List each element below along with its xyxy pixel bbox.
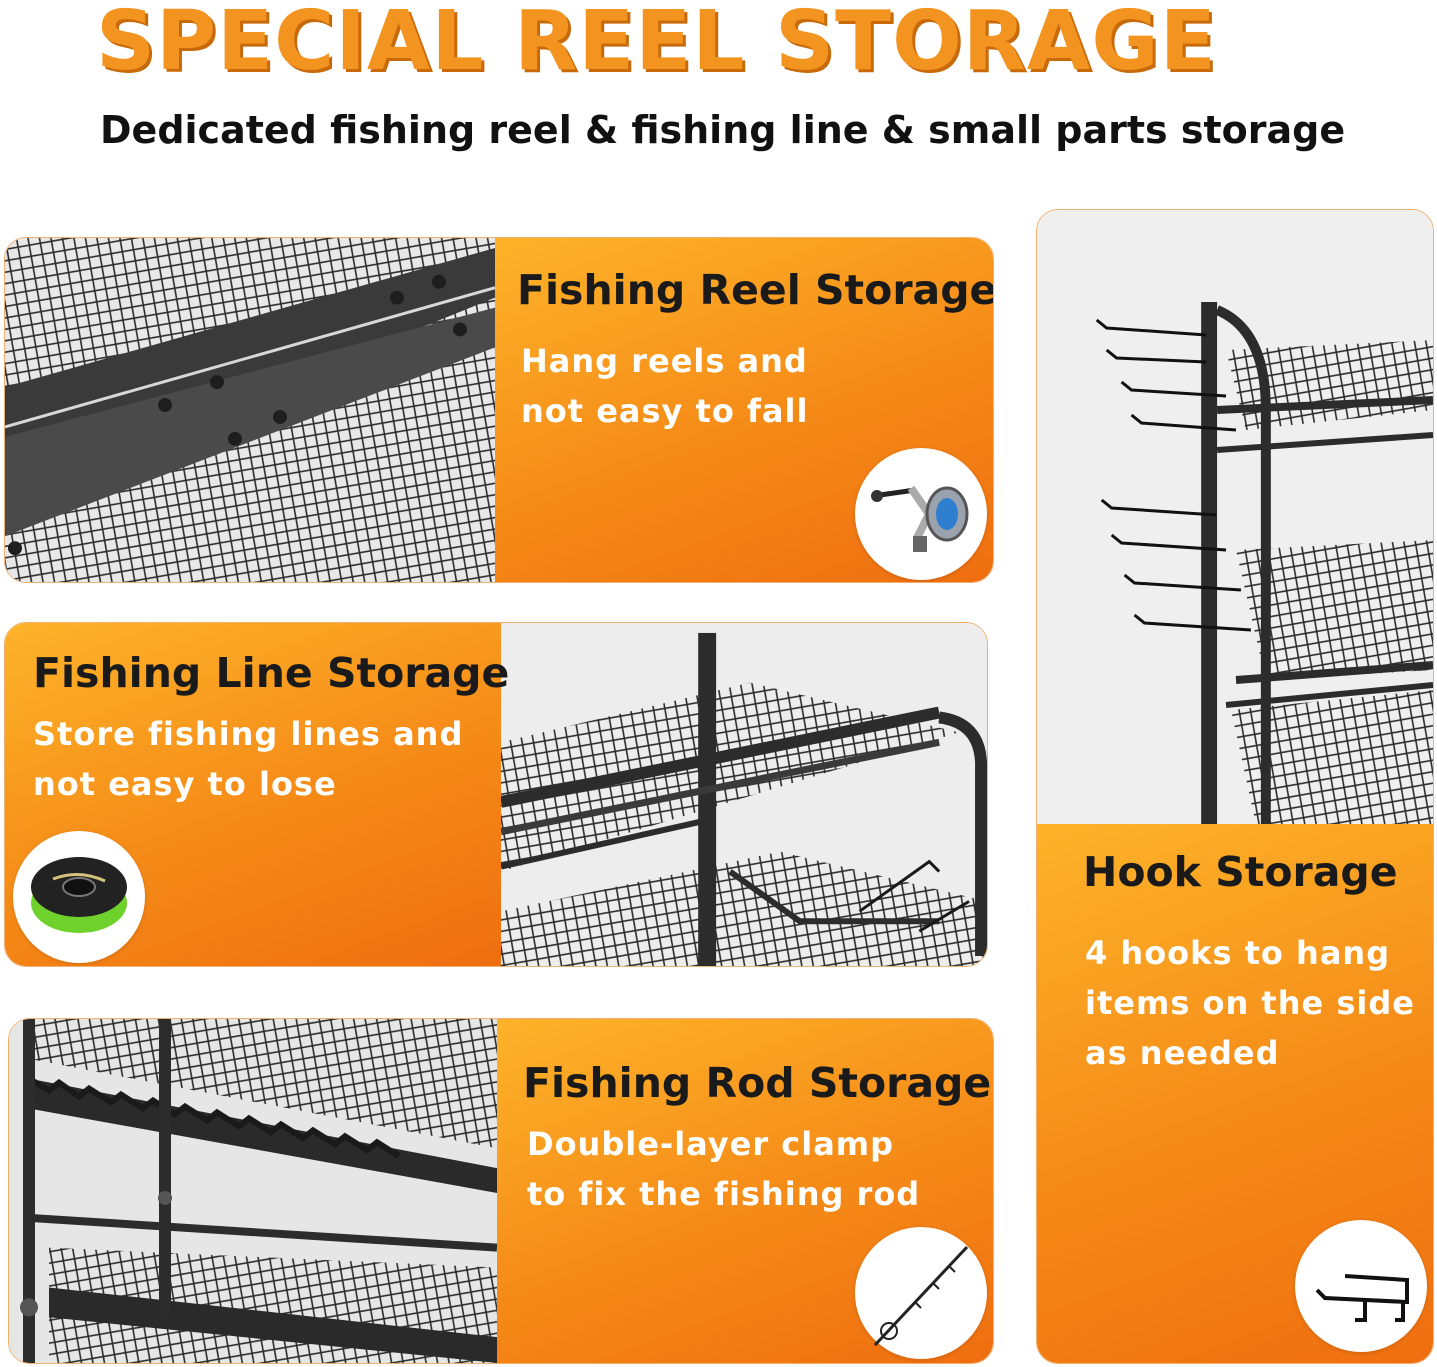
reel-storage-title: Fishing Reel Storage [517,266,994,314]
rod-storage-card: Fishing Rod Storage Double-layer clamp t… [8,1018,994,1364]
line-storage-title: Fishing Line Storage [33,649,510,697]
hook-rack-photo [1037,210,1433,824]
rod-desc-line: to fix the fishing rod [527,1175,921,1213]
line-desc-line: Store fishing lines and [33,715,464,753]
hook-desc-line: items on the side [1085,984,1415,1022]
rod-clamp-photo [9,1019,497,1363]
reel-storage-card: Fishing Reel Storage Hang reels and not … [4,237,994,583]
line-storage-card: Fishing Line Storage Store fishing lines… [4,622,988,967]
fishing-rod-icon [855,1227,987,1359]
rod-storage-desc: Double-layer clamp to fix the fishing ro… [527,1119,920,1219]
reel-desc-line: Hang reels and [521,342,808,380]
page-subtitle: Dedicated fishing reel & fishing line & … [100,108,1346,152]
hook-desc-line: 4 hooks to hang [1085,934,1391,972]
reel-storage-desc: Hang reels and not easy to fall [521,336,808,436]
page-title: SPECIAL REEL STORAGE [96,0,1217,89]
hook-storage-card: Hook Storage 4 hooks to hang items on th… [1036,209,1434,1364]
hook-icon [1295,1220,1427,1352]
reel-rail-photo [5,238,495,582]
line-storage-desc: Store fishing lines and not easy to lose [33,709,463,809]
hook-storage-desc: 4 hooks to hang items on the side as nee… [1085,928,1415,1078]
rod-storage-title: Fishing Rod Storage [523,1059,992,1107]
hook-storage-title: Hook Storage [1083,848,1398,896]
line-desc-line: not easy to lose [33,765,337,803]
fishing-line-spool-icon [13,831,145,963]
line-shelf-photo [501,623,987,966]
rod-desc-line: Double-layer clamp [527,1125,895,1163]
reel-desc-line: not easy to fall [521,392,809,430]
fishing-reel-icon [855,448,987,580]
hook-desc-line: as needed [1085,1034,1280,1072]
